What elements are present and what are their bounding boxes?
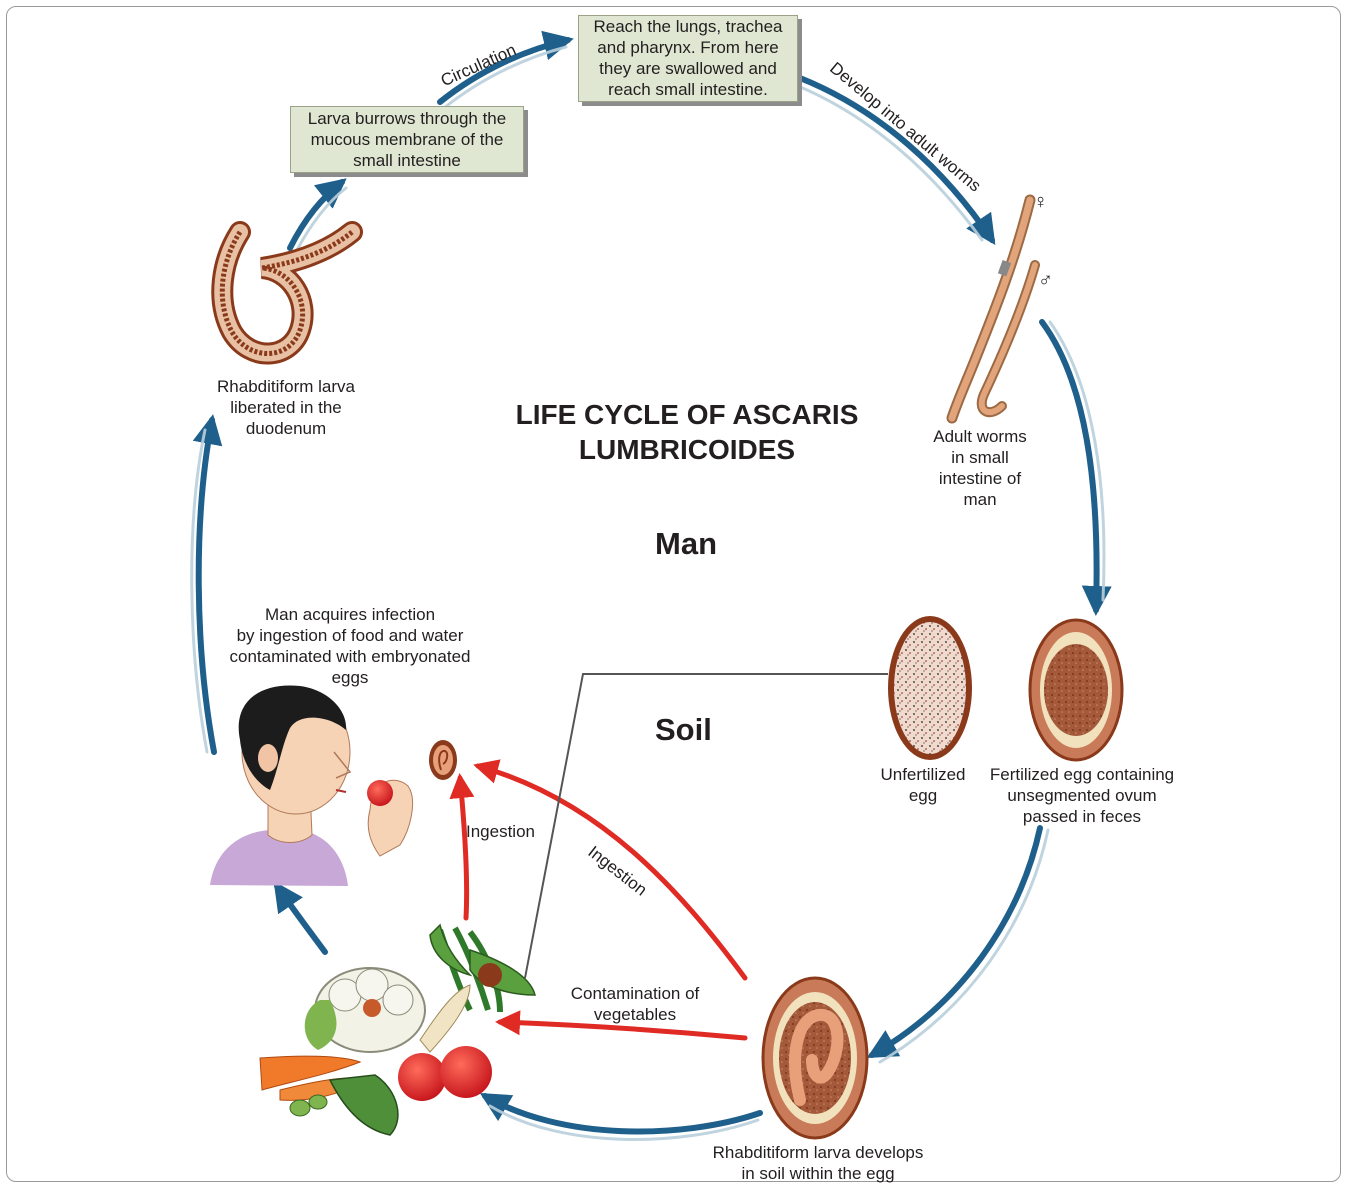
label-larva-soil: Rhabditiform larva develops in soil with… — [694, 1142, 942, 1184]
label-fertilized-egg: Fertilized egg containing unsegmented ov… — [976, 764, 1188, 827]
diagram-title: LIFE CYCLE OF ASCARIS LUMBRICOIDES — [470, 397, 904, 467]
cycle-arrows — [199, 40, 1097, 1132]
label-rhabditiform-duodenum: Rhabditiform larva liberated in the duod… — [196, 376, 376, 439]
arrow-adult-to-egg — [1042, 322, 1097, 610]
title-line-2: LUMBRICOIDES — [470, 432, 904, 467]
female-symbol: ♀ — [1033, 192, 1048, 213]
adult-worms-illustration — [952, 200, 1035, 418]
label-ingestion-vertical: Ingestion — [466, 821, 535, 842]
arrow-egg-to-larva — [872, 828, 1040, 1055]
region-soil: Soil — [655, 712, 712, 748]
rhabditiform-larva-illustration — [222, 232, 352, 354]
arrow-ingestion-vertical — [460, 778, 467, 918]
man-illustration — [210, 685, 413, 886]
title-line-1: LIFE CYCLE OF ASCARIS — [470, 397, 904, 432]
larva-egg-illustration — [763, 978, 867, 1138]
box-larva-burrows: Larva burrows through the mucous membran… — [290, 106, 524, 173]
fertilized-egg-illustration — [1030, 620, 1122, 760]
label-unfertilized-egg: Unfertilized egg — [868, 764, 978, 806]
unfertilized-egg-illustration — [888, 616, 972, 760]
embryonated-egg-illustration — [429, 740, 457, 780]
arrow-vegetables-to-man — [277, 886, 325, 952]
label-man-acquires: Man acquires infection by ingestion of f… — [208, 604, 492, 688]
arrow-larva-to-vegetables — [485, 1096, 760, 1132]
label-adult-worms: Adult worms in small intestine of man — [910, 426, 1050, 510]
male-symbol: ♂ — [1038, 270, 1053, 291]
label-contamination: Contamination of vegetables — [552, 983, 718, 1025]
box-reach-lungs: Reach the lungs, trachea and pharynx. Fr… — [578, 15, 798, 102]
arrow-man-to-larva — [199, 420, 214, 752]
region-man: Man — [655, 526, 717, 562]
